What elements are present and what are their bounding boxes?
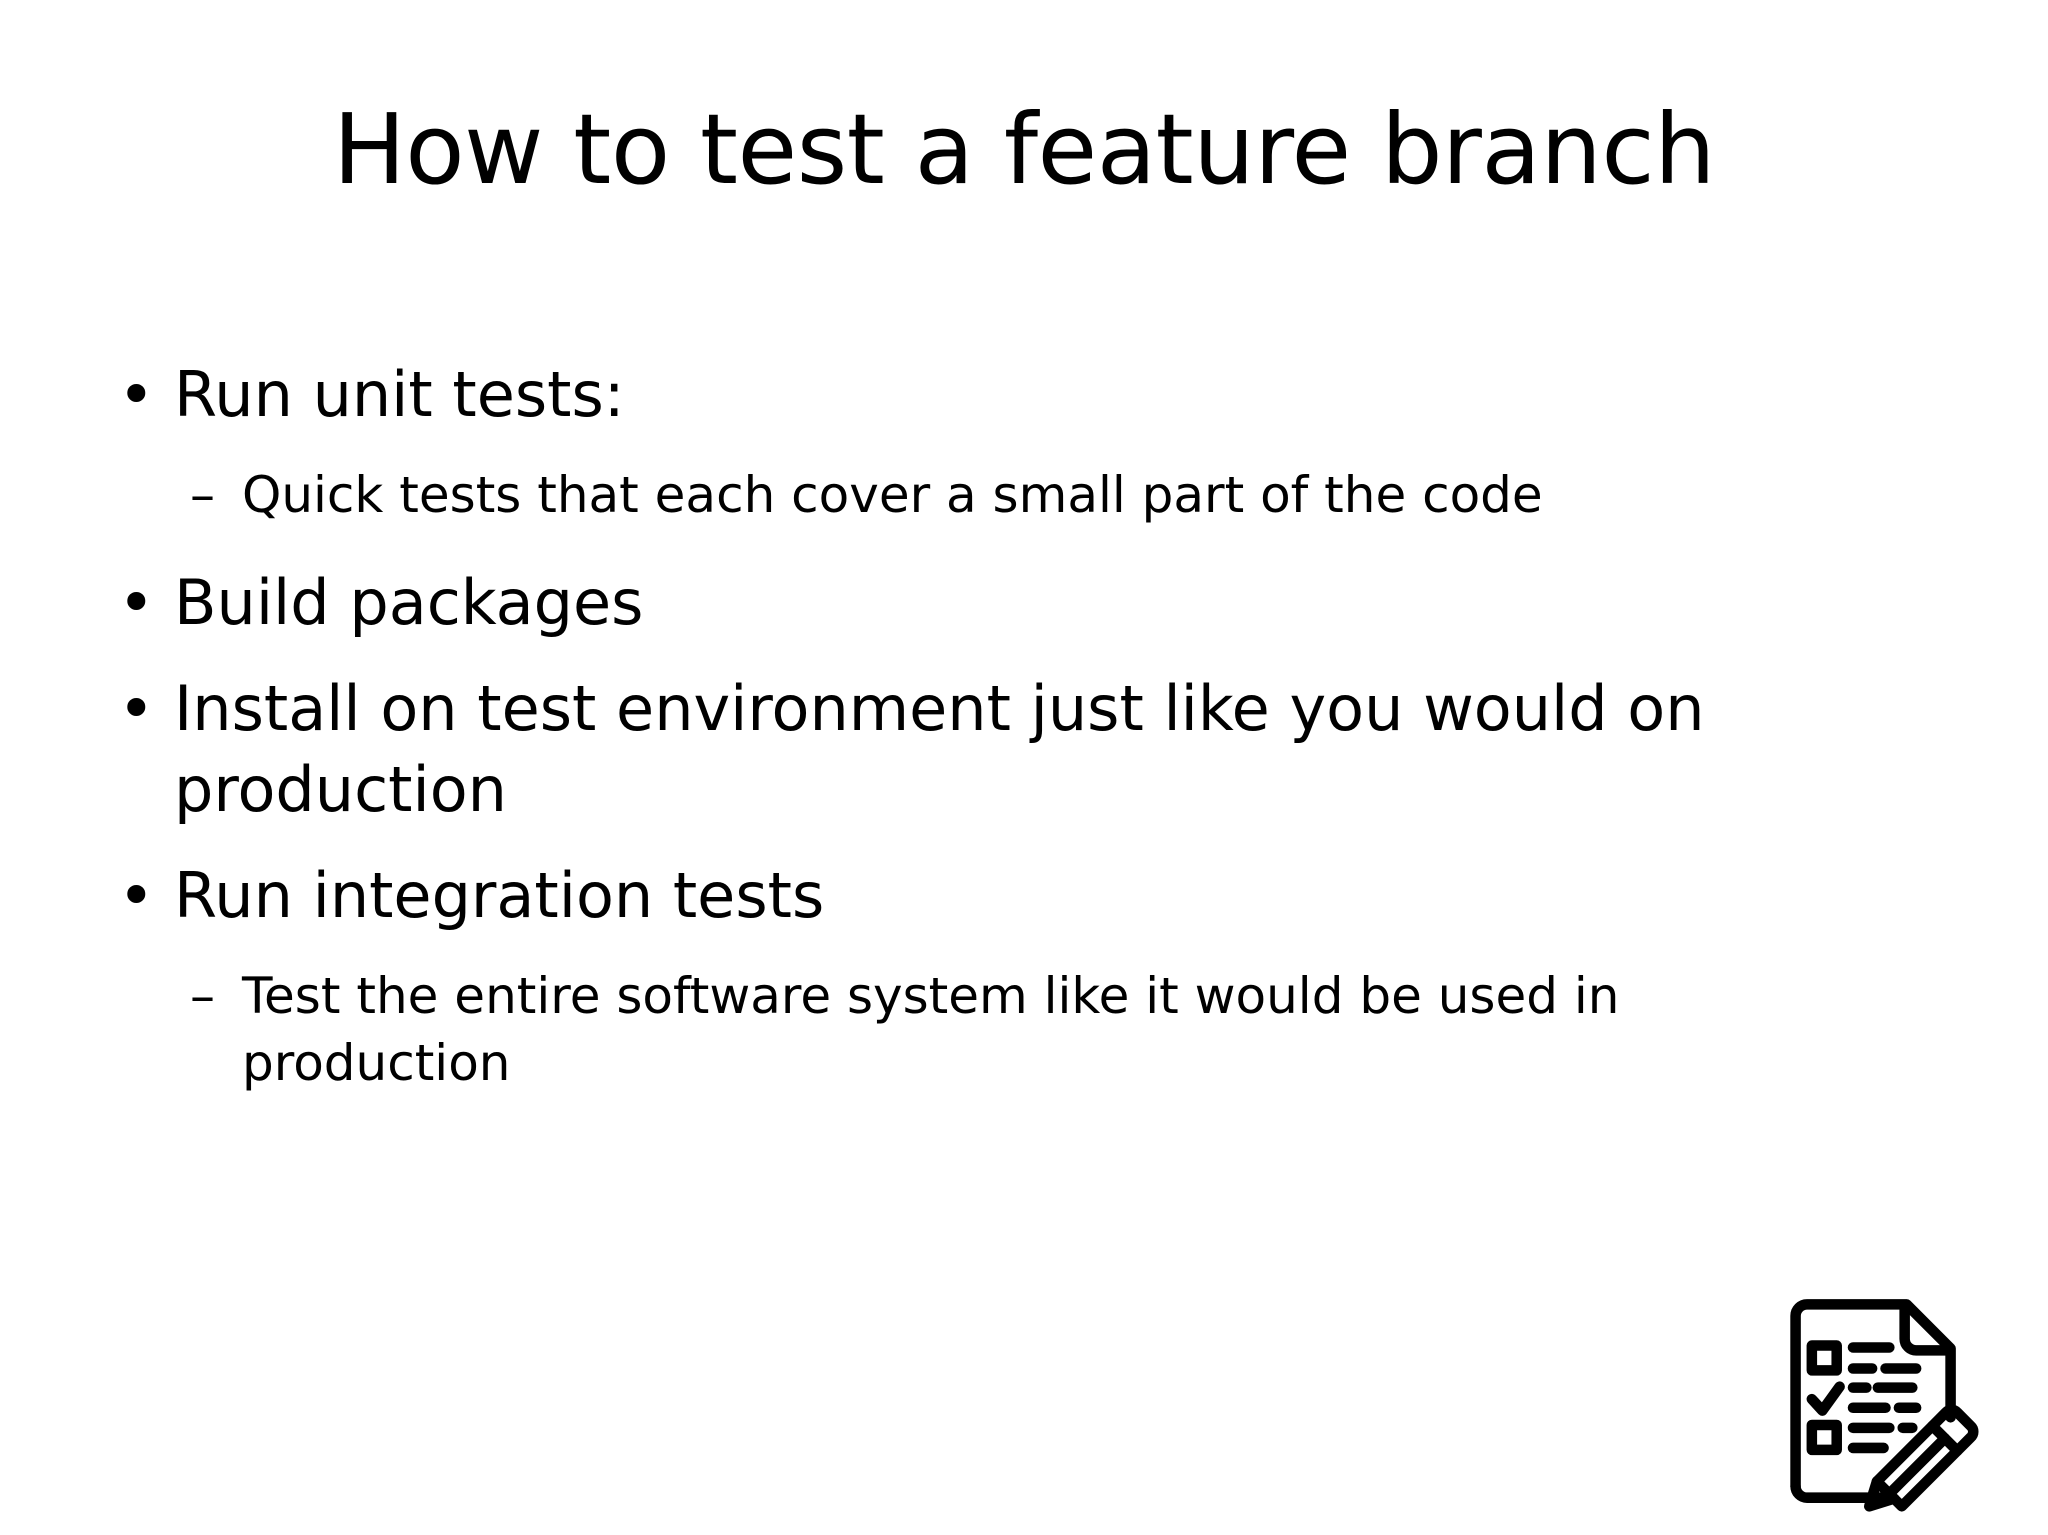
list-item: • Run integration tests — [112, 856, 1952, 937]
bullet-marker-icon: • — [118, 672, 155, 746]
checklist-document-pencil-icon — [1782, 1291, 2012, 1513]
bullet-marker-icon: • — [118, 565, 155, 639]
list-item-text: Build packages — [174, 565, 644, 639]
list-item-text: Install on test environment just like yo… — [174, 672, 1705, 826]
list-item: • Install on test environment just like … — [112, 669, 1952, 830]
sub-list-item: – Test the entire software system like i… — [112, 963, 1952, 1097]
list-item-text: Run integration tests — [174, 859, 825, 933]
list-item: • Build packages — [112, 563, 1952, 644]
sub-list-item-text: Test the entire software system like it … — [242, 966, 1620, 1092]
list-item-text: Run unit tests: — [174, 358, 625, 431]
list-item: • Run unit tests: — [112, 355, 1952, 436]
bullet-marker-icon: • — [118, 358, 155, 431]
page-title: How to test a feature branch — [332, 93, 1716, 206]
sub-list-item-text: Quick tests that each cover a small part… — [242, 465, 1543, 524]
bullet-list: • Run unit tests: – Quick tests that eac… — [112, 355, 1952, 1131]
dash-marker-icon: – — [190, 465, 215, 524]
bullet-marker-icon: • — [118, 859, 155, 933]
dash-marker-icon: – — [190, 966, 215, 1025]
sub-list-item: – Quick tests that each cover a small pa… — [112, 462, 1952, 529]
